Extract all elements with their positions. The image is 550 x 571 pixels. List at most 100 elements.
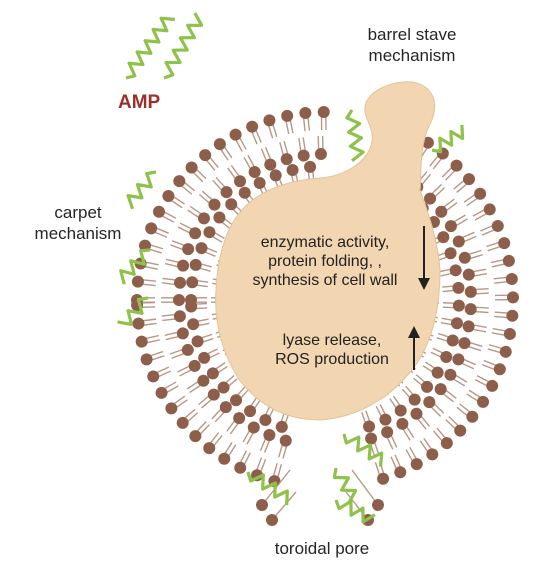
lipid-head <box>173 175 186 188</box>
lipid-head <box>208 198 221 211</box>
lipid-head <box>452 353 465 366</box>
amp-helix <box>332 467 358 504</box>
lipid-head <box>188 359 201 372</box>
lipid-head <box>381 426 394 439</box>
lipid-head <box>263 428 276 441</box>
barrel-stave-label: barrel stave mechanism <box>352 24 472 66</box>
lipid-head <box>462 268 475 281</box>
lipid-head <box>466 410 479 423</box>
lipid-head <box>165 402 178 415</box>
amp-helix <box>125 16 176 80</box>
lipid-head <box>253 177 266 190</box>
lipid-head <box>450 317 463 330</box>
lipid-head <box>155 386 168 399</box>
lipid-head <box>162 189 175 202</box>
amp-helix <box>431 124 465 154</box>
lipid-head <box>264 158 277 171</box>
lipid-head <box>431 366 444 379</box>
lipid-head <box>135 335 148 348</box>
lipid-head <box>234 461 247 474</box>
lipid-head <box>280 153 293 166</box>
lipid-head <box>145 222 158 235</box>
lipid-head <box>454 424 467 437</box>
lipid-head <box>197 212 210 225</box>
lipid-head <box>247 421 260 434</box>
amp-helix <box>163 12 204 80</box>
lipid-head <box>434 383 447 396</box>
amp-helix <box>342 433 384 468</box>
lipid-head <box>435 205 448 218</box>
increased-effects-text: lyase release, ROS production <box>262 331 402 369</box>
lipid-head <box>426 448 439 461</box>
lipid-head <box>394 466 407 479</box>
lipid-head <box>256 499 268 511</box>
lipid-head <box>225 198 238 211</box>
toroidal-pore-lipids <box>256 469 384 526</box>
lipid-head <box>483 203 496 216</box>
lipid-head <box>140 353 153 366</box>
lipid-head <box>440 437 453 450</box>
lipid-head <box>421 380 434 393</box>
lipid-head <box>474 187 487 200</box>
lipid-head <box>499 345 512 358</box>
lipid-head <box>259 414 272 427</box>
lipid-head <box>297 149 310 162</box>
lipid-head <box>206 367 219 380</box>
lipid-head <box>176 416 189 429</box>
lipid-head <box>176 327 189 340</box>
lipid-head <box>408 393 421 406</box>
lipid-head <box>147 370 160 383</box>
lipid-head <box>304 160 317 173</box>
lipid-head <box>244 405 257 418</box>
decreased-effect-1: enzymatic activity, <box>260 234 390 251</box>
lipid-head <box>189 430 202 443</box>
lipid-head <box>229 128 242 141</box>
amp-helix <box>117 296 149 327</box>
lipid-head <box>220 186 233 199</box>
barrel-stave-line-2: mechanism <box>368 46 456 65</box>
lipid-head <box>462 320 475 333</box>
lipid-head <box>182 243 195 256</box>
lipid-head <box>505 273 518 286</box>
lipid-head <box>263 114 276 127</box>
lipid-head <box>377 472 390 485</box>
lipid-head <box>314 148 327 161</box>
lipid-head <box>299 107 312 120</box>
lipid-head <box>219 401 232 414</box>
lipid-head <box>286 163 299 176</box>
lipid-head <box>198 351 211 364</box>
lipid-head <box>230 394 243 407</box>
lipid-head <box>463 173 476 186</box>
amp-helix <box>334 499 376 524</box>
lipid-head <box>233 412 246 425</box>
lipid-head <box>493 363 506 376</box>
lipid-head <box>195 242 208 255</box>
lipid-head <box>187 318 200 331</box>
amp-helix <box>119 248 151 285</box>
lipid-head <box>444 220 457 233</box>
lipid-head <box>177 259 190 272</box>
barrel-stave-line-1: barrel stave <box>367 25 457 44</box>
lipid-head <box>506 291 519 304</box>
decreased-effects-text: enzymatic activity, protein folding, , s… <box>236 233 414 290</box>
amp-helix <box>345 109 365 162</box>
lipid-head <box>503 327 516 340</box>
lipid-head <box>153 205 166 218</box>
increased-effect-2: ROS production <box>275 351 389 368</box>
lipid-head <box>464 303 477 316</box>
lipid-head <box>185 161 198 174</box>
lipid-head <box>444 247 457 260</box>
lipid-head <box>238 186 251 199</box>
carpet-line-1: carpet <box>54 203 102 222</box>
lipid-head <box>275 420 288 433</box>
lipid-head <box>203 226 216 239</box>
lipid-head <box>199 149 212 162</box>
toroidal-pore-text: toroidal pore <box>274 539 370 558</box>
lipid-head <box>498 237 511 250</box>
decreased-effect-3: synthesis of cell wall <box>252 272 398 289</box>
lipid-head <box>246 120 259 133</box>
lipid-head <box>191 335 204 348</box>
down-arrow-icon <box>418 278 430 290</box>
lipid-head <box>281 109 294 122</box>
lipid-head <box>372 499 384 511</box>
